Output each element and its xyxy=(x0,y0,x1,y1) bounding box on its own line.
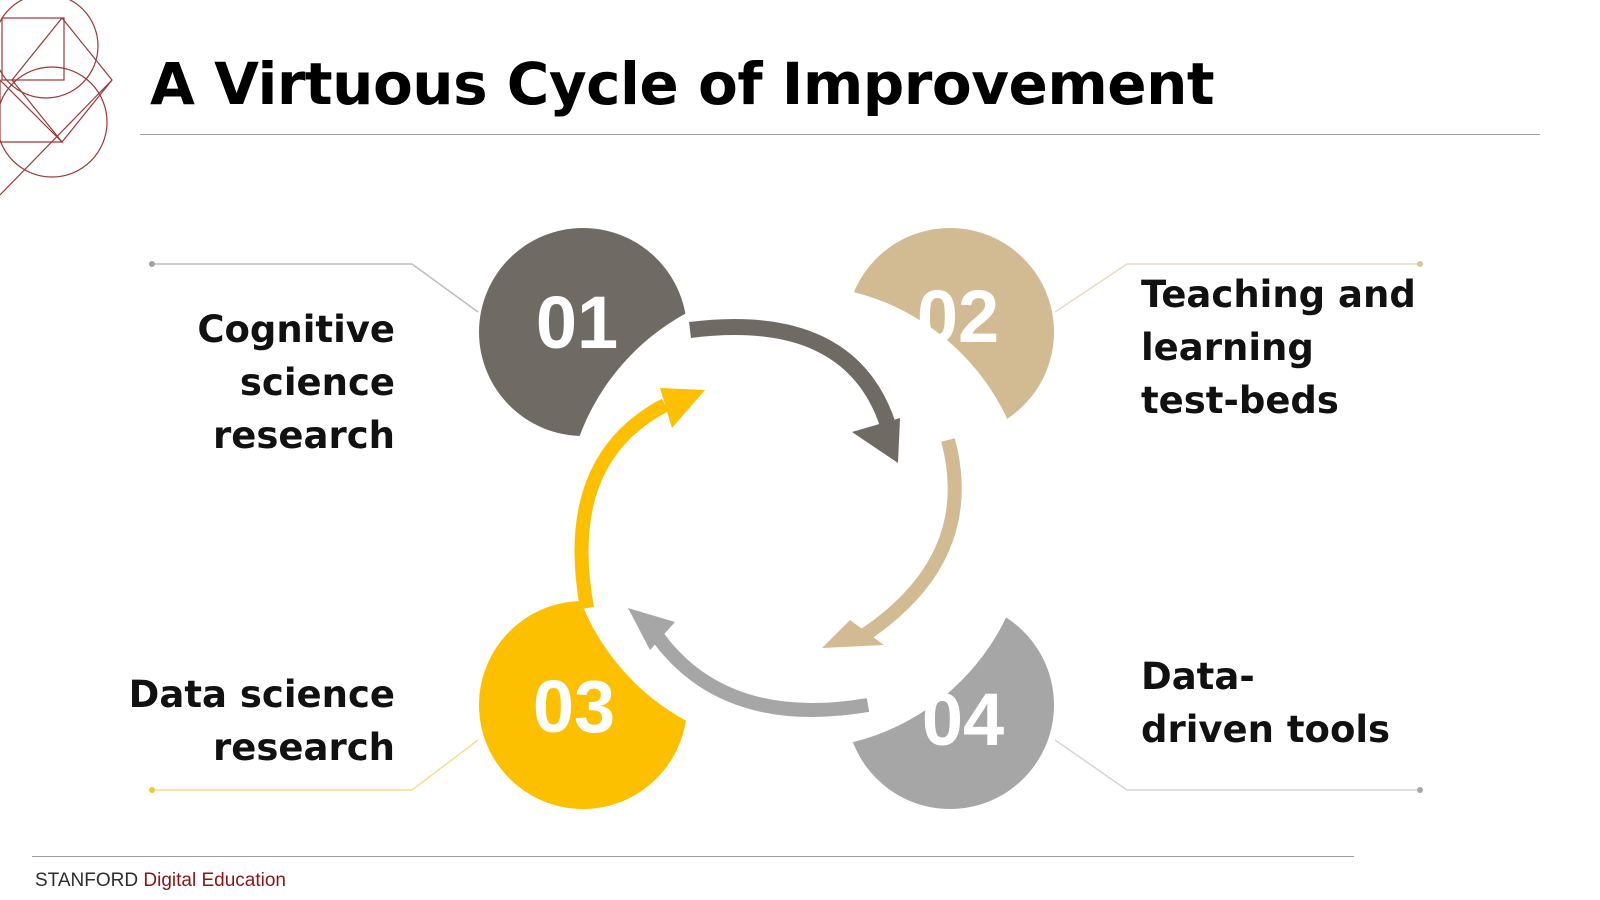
footer-divider xyxy=(32,856,1354,857)
slide-title: A Virtuous Cycle of Improvement xyxy=(150,50,1215,118)
arrow-04-to-03 xyxy=(628,608,870,717)
step-label-03: Data science research xyxy=(129,668,395,774)
step-label-02-line: Teaching and xyxy=(1141,273,1416,316)
step-label-03-line: research xyxy=(213,726,395,769)
step-label-02: Teaching and learning test-beds xyxy=(1141,268,1416,427)
step-label-04-line: Data- xyxy=(1141,655,1255,698)
arrow-03-to-01 xyxy=(574,388,705,610)
step-label-02-line: test-beds xyxy=(1141,379,1339,422)
step-label-01-line: research xyxy=(213,414,395,457)
step-label-03-line: Data science xyxy=(128,673,395,716)
arrow-01-to-02 xyxy=(689,319,900,463)
step-number-02: 02 xyxy=(917,275,999,358)
leader-line-03 xyxy=(149,739,479,793)
leader-line-04 xyxy=(1054,739,1423,793)
footer-org: STANFORD xyxy=(35,870,139,891)
arrow-02-to-04 xyxy=(822,438,962,648)
step-label-01: Cognitive science research xyxy=(197,303,395,462)
leader-line-01 xyxy=(149,261,479,313)
step-label-01-line: Cognitive xyxy=(197,308,395,351)
step-label-04-line: driven tools xyxy=(1141,708,1391,751)
leader-line-02 xyxy=(1054,261,1423,313)
step-number-01: 01 xyxy=(536,281,618,364)
step-label-01-line: science xyxy=(239,361,395,404)
step-number-04: 04 xyxy=(922,678,1004,761)
logo-mark xyxy=(0,0,113,196)
step-label-02-line: learning xyxy=(1141,326,1314,369)
step-number-03: 03 xyxy=(533,665,615,748)
footer: STANFORD Digital Education xyxy=(35,870,286,892)
footer-unit: Digital Education xyxy=(143,870,286,891)
step-label-04: Data- driven tools xyxy=(1141,650,1390,756)
title-divider xyxy=(140,134,1540,135)
